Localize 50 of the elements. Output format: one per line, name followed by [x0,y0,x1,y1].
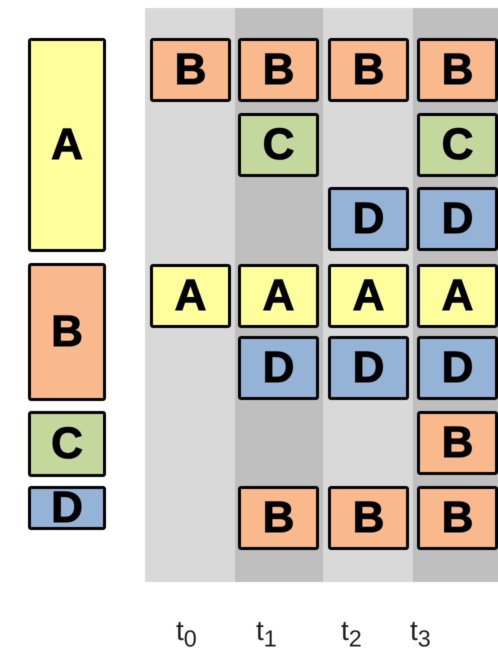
block-letter: D [442,197,474,241]
block-letter: D [352,346,384,390]
block-letter: A [442,274,474,318]
block [150,264,231,328]
block [328,187,409,251]
block [417,264,498,328]
block-letter: A [174,274,206,318]
block-letter: B [262,48,294,92]
block [417,38,498,102]
block [417,411,498,475]
block-letter: B [352,496,384,540]
block-letter: D [51,486,83,530]
block-letter: A [262,274,294,318]
time-label: t$_{3}$ [410,615,431,653]
block [417,486,498,550]
block [28,38,106,252]
block-letter: B [442,496,474,540]
block [238,264,319,328]
block [28,486,106,530]
block-letter: D [262,346,294,390]
block-letter: A [51,123,83,167]
block-letter: D [442,346,474,390]
block [238,38,319,102]
block-letter: B [442,48,474,92]
block [238,336,319,400]
block [417,187,498,251]
block [328,264,409,328]
block-letter: B [442,421,474,465]
block-letter: C [51,422,83,466]
block [328,336,409,400]
block-letter: A [352,274,384,318]
block-letter: B [174,48,206,92]
block [150,38,231,102]
block [417,336,498,400]
block [328,486,409,550]
block-letter: C [262,123,294,167]
block-letter: B [352,48,384,92]
block [238,113,319,177]
block [238,486,319,550]
block [328,38,409,102]
block-letter: C [442,123,474,167]
block-letter: D [352,197,384,241]
time-label: t$_{1}$ [256,615,277,653]
block-letter: B [262,496,294,540]
block [417,113,498,177]
block-letter: B [51,310,83,354]
time-label: t$_{0}$ [176,615,197,653]
block [28,263,106,401]
time-label: t$_{2}$ [341,615,362,653]
block [28,411,106,477]
